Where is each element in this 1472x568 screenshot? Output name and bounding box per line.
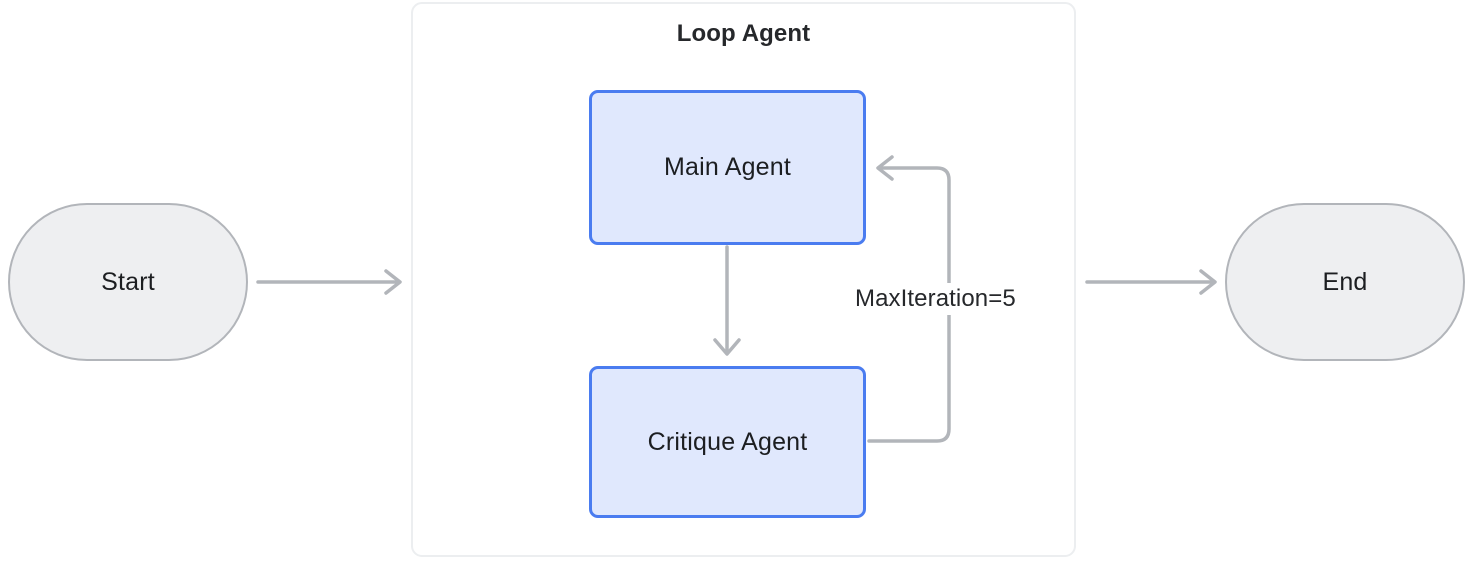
node-main-agent-label: Main Agent bbox=[663, 153, 792, 181]
edge-label-max-iteration: MaxIteration=5 bbox=[850, 283, 1021, 315]
node-start-label: Start bbox=[101, 267, 155, 296]
edge-start-to-loop-arrowhead bbox=[384, 269, 402, 295]
node-critique-agent-label: Critique Agent bbox=[647, 427, 808, 456]
edge-loop-to-end bbox=[1085, 269, 1217, 295]
node-end-label: End bbox=[1322, 267, 1368, 296]
edge-start-to-loop bbox=[256, 269, 402, 295]
node-critique-agent[interactable]: Critique Agent bbox=[589, 366, 866, 518]
edge-loop-to-end-arrowhead bbox=[1199, 269, 1217, 295]
node-start[interactable]: Start bbox=[8, 203, 248, 361]
node-main-agent[interactable]: Main Agent bbox=[589, 90, 866, 245]
loop-agent-title: Loop Agent bbox=[676, 20, 811, 47]
node-end[interactable]: End bbox=[1225, 203, 1465, 361]
